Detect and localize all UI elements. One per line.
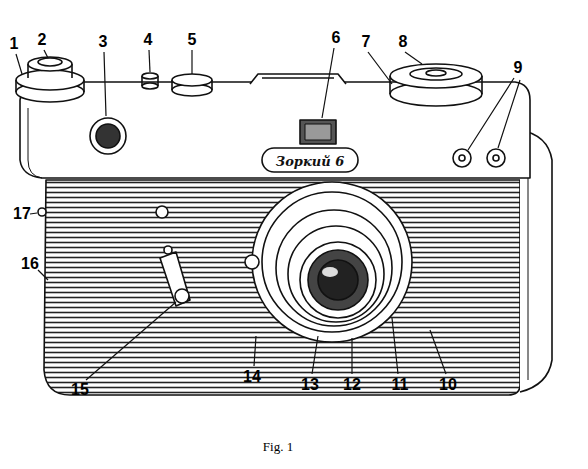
callout-number: 8: [399, 34, 408, 50]
callout-number: 7: [362, 34, 371, 50]
logo-text: Зоркий 6: [276, 155, 344, 168]
callout-number: 12: [343, 377, 361, 393]
callout-number: 1: [10, 36, 19, 52]
callout-number: 6: [332, 30, 341, 46]
callout-number: 13: [301, 377, 319, 393]
callout-number: 5: [188, 32, 197, 48]
callout-number: 2: [38, 32, 47, 48]
callout-number: 11: [392, 377, 409, 393]
callout-number: 10: [439, 377, 457, 393]
top-plate: [20, 82, 530, 178]
callout-number: 15: [71, 382, 89, 398]
callout-number: 17: [13, 206, 31, 222]
body-leather: [44, 180, 520, 395]
figure-caption: Fig. 1: [263, 440, 293, 453]
callout-number: 3: [99, 34, 108, 50]
callout-number: 4: [144, 32, 153, 48]
callout-number: 14: [243, 369, 261, 385]
callout-number: 16: [21, 256, 39, 272]
callout-number: 9: [514, 60, 523, 76]
leader-lines: [16, 48, 520, 380]
